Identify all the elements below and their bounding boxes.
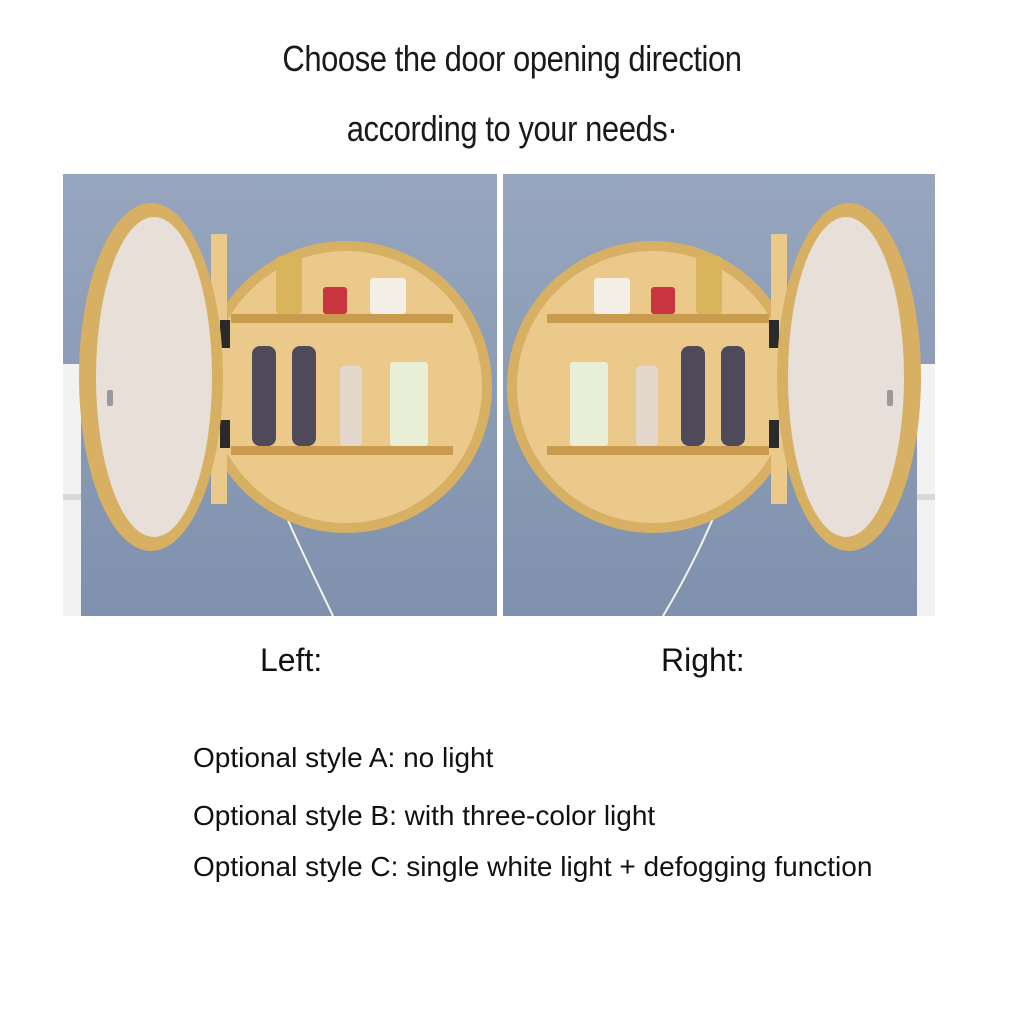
bottle-gold xyxy=(276,256,302,314)
jar-red xyxy=(651,287,675,314)
door-switch xyxy=(107,390,113,406)
hinge-top xyxy=(769,320,779,348)
bottle-gold xyxy=(696,256,722,314)
bottle-dark-2 xyxy=(292,346,316,446)
tube-green xyxy=(390,362,428,446)
hinge-bottom xyxy=(220,420,230,448)
jar-white xyxy=(370,278,406,314)
bottle-clear xyxy=(340,366,362,446)
heading-line-2: according to your needs· xyxy=(346,108,678,149)
caption-right: Right: xyxy=(661,642,745,678)
bottle-dark-1 xyxy=(681,346,705,446)
tube-green xyxy=(570,362,608,446)
jar-red xyxy=(323,287,347,314)
cabinet-illustration-right xyxy=(503,174,935,616)
cabinet-photo-right-opening xyxy=(503,174,935,616)
option-style-c: Optional style C: single white light + d… xyxy=(193,851,873,882)
option-style-b: Optional style B: with three-color light xyxy=(193,800,656,831)
bottle-dark-2 xyxy=(721,346,745,446)
cabinet-illustration-left xyxy=(63,174,497,616)
hinge-top xyxy=(220,320,230,348)
shelf-upper xyxy=(547,314,769,323)
bottle-dark-1 xyxy=(252,346,276,446)
jar-white xyxy=(594,278,630,314)
heading-line-1: Choose the door opening direction xyxy=(282,38,742,79)
shelf-upper xyxy=(231,314,453,323)
side-shelf xyxy=(917,364,935,616)
cabinet-photo-left-opening xyxy=(63,174,497,616)
bottle-clear xyxy=(636,366,658,446)
caption-left: Left: xyxy=(260,642,323,678)
hinge-bottom xyxy=(769,420,779,448)
door-switch xyxy=(887,390,893,406)
shelf-lower xyxy=(547,446,769,455)
shelf-lower xyxy=(231,446,453,455)
option-style-a: Optional style A: no light xyxy=(193,742,494,773)
side-shelf xyxy=(63,364,81,616)
